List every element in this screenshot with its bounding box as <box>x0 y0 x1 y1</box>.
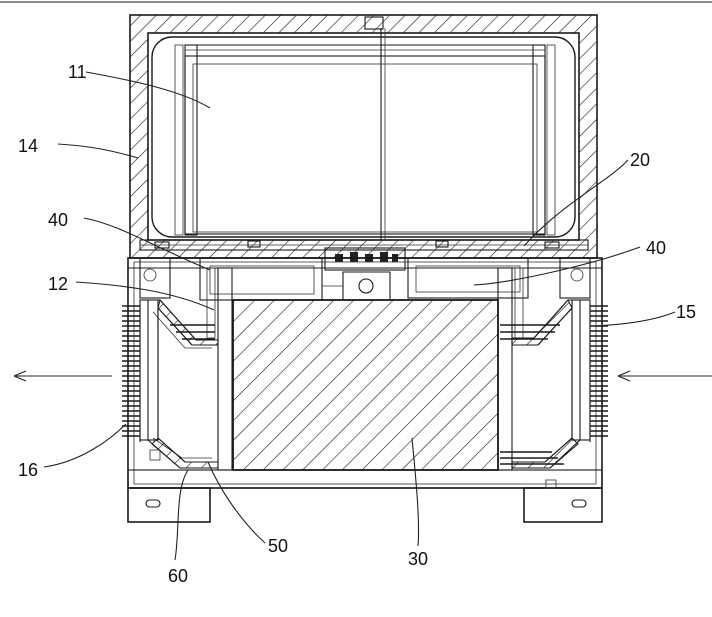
leader-40a <box>83 217 211 271</box>
leader-20 <box>523 159 629 247</box>
leader-11 <box>85 71 211 109</box>
label-11: 11 <box>68 62 87 82</box>
left-air-duct <box>139 257 219 469</box>
leader-30 <box>411 437 420 547</box>
label-12: 12 <box>48 274 68 294</box>
battery-block <box>232 299 499 471</box>
reference-labels: 11 14 20 40 40 12 15 16 60 50 30 <box>18 62 696 586</box>
right-air-duct <box>500 257 591 489</box>
label-16: 16 <box>18 460 38 480</box>
right-fins <box>589 304 608 442</box>
arrow-left-icon <box>617 370 712 382</box>
label-40-right: 40 <box>646 238 666 258</box>
label-40-left: 40 <box>48 210 68 230</box>
left-fins <box>122 304 141 442</box>
leader-15 <box>591 311 676 327</box>
leader-lines <box>43 71 676 561</box>
label-60: 60 <box>168 566 188 586</box>
label-20: 20 <box>630 150 650 170</box>
evaporator-blocks <box>199 257 529 301</box>
label-30: 30 <box>408 549 428 569</box>
leader-16 <box>43 423 127 468</box>
leader-14 <box>57 143 139 159</box>
label-50: 50 <box>268 536 288 556</box>
leader-12 <box>75 281 215 311</box>
left-exchanger <box>170 324 215 340</box>
leader-50 <box>207 461 266 544</box>
arrow-left-icon <box>13 370 112 382</box>
leader-60 <box>174 469 189 561</box>
upper-shell <box>129 14 598 259</box>
label-15: 15 <box>676 302 696 322</box>
label-14: 14 <box>18 136 38 156</box>
leader-40b <box>473 246 641 286</box>
